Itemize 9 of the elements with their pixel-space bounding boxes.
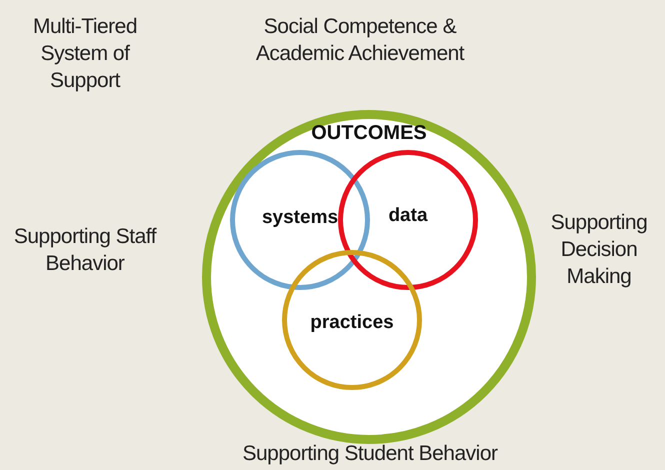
side-label: Supporting Decision Making [550, 210, 648, 290]
heading: OUTCOMES [310, 122, 428, 145]
circle-label: systems [260, 207, 340, 229]
side-label: Supporting Staff Behavior [12, 224, 158, 277]
circle-label: practices [309, 312, 395, 334]
side-label: Social Competence & Academic Achievement [254, 14, 466, 67]
side-label: Multi-Tiered System of Support [32, 14, 138, 94]
side-label: Supporting Student Behavior [241, 441, 499, 467]
circle-label: data [387, 205, 429, 227]
